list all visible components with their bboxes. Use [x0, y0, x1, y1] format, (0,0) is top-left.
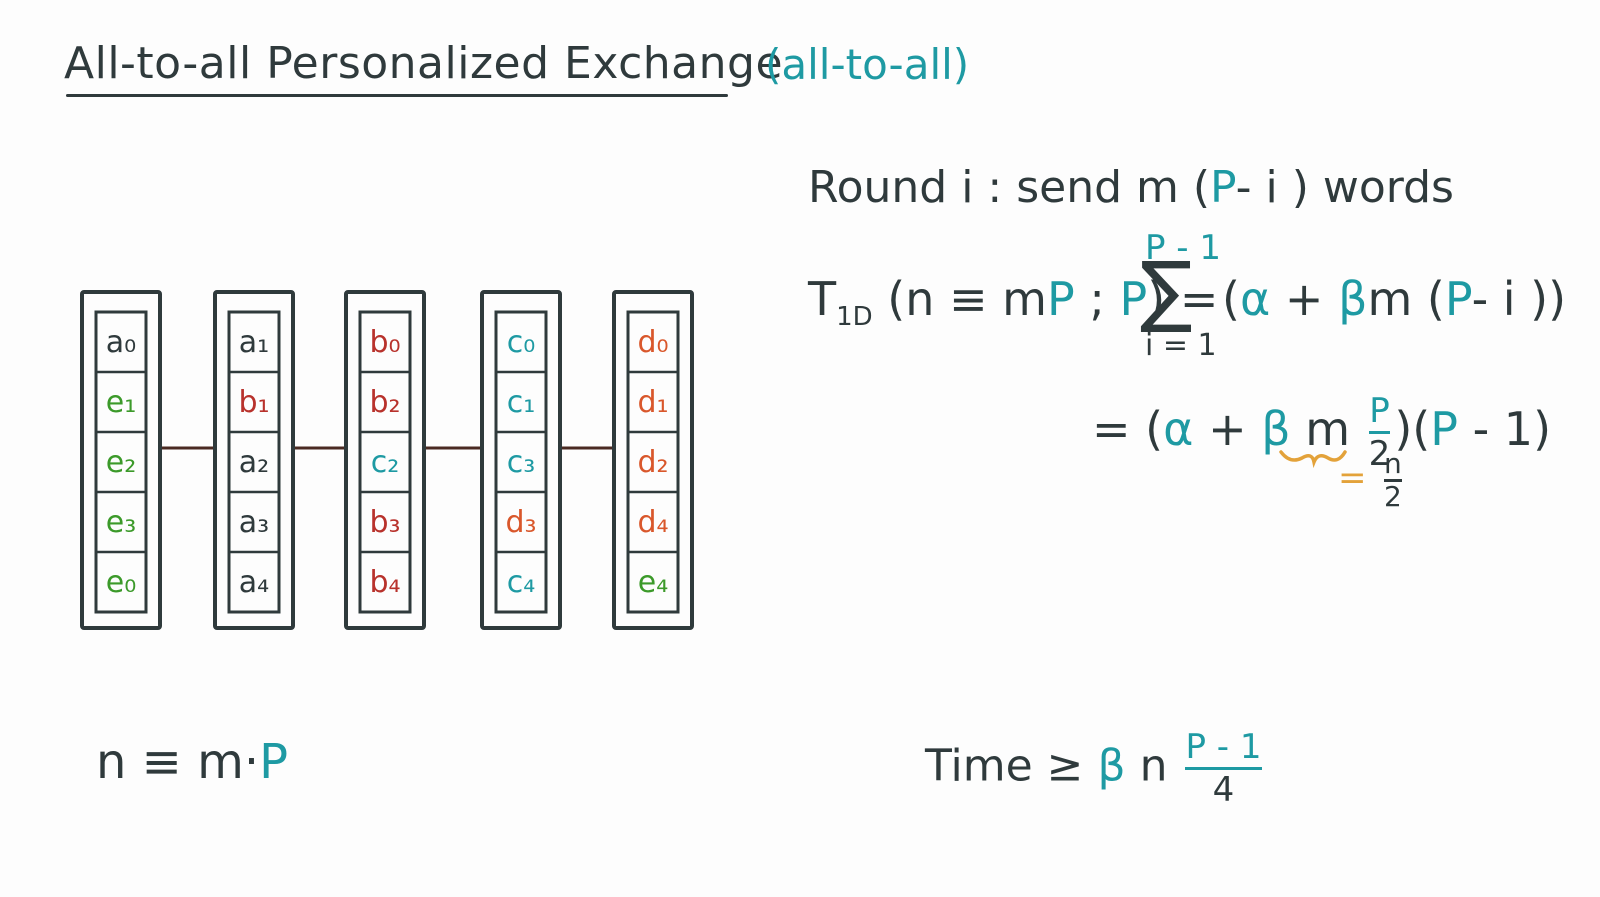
time-fraction: P - 1 4	[1185, 727, 1262, 810]
message-block-label: c₄	[507, 565, 536, 600]
t1d-close: ) =	[1147, 272, 1219, 326]
fraction-bar	[1368, 431, 1391, 434]
t1d-open: (n ≡ m	[887, 272, 1047, 326]
eq2-plus: +	[1193, 402, 1262, 456]
n-definition: n ≡ m·P	[96, 734, 288, 790]
n-def-p: P	[259, 734, 289, 790]
eq2-beta: β	[1261, 402, 1291, 456]
processor-node	[80, 290, 162, 630]
round-suffix: - i ) words	[1235, 162, 1454, 213]
message-block-label: e₂	[106, 445, 136, 480]
rhs-alpha: α	[1239, 272, 1271, 326]
processor-buffer	[358, 310, 412, 614]
processor-node	[612, 290, 694, 630]
message-block-label: d₁	[637, 385, 668, 420]
time-n: n	[1125, 740, 1182, 792]
sum-upper-limit: P - 1	[1145, 228, 1222, 268]
eq2-alpha: α	[1163, 402, 1194, 456]
t1d-subscript: 1D	[836, 302, 873, 333]
rhs-plus: +	[1270, 272, 1339, 326]
rhs-close: - i ))	[1471, 272, 1567, 326]
message-block-label: c₂	[371, 445, 400, 480]
message-block-label: a₁	[239, 325, 269, 360]
eq2-m: m	[1290, 402, 1351, 456]
message-block-label: c₃	[507, 445, 536, 480]
t1d-p1: P	[1047, 272, 1075, 326]
annotation-numerator: n	[1384, 447, 1402, 480]
t1d-rhs: (α + βm (P- i ))	[1222, 272, 1566, 326]
fraction-denominator: 2	[1368, 434, 1391, 474]
fraction-numerator: P	[1369, 391, 1390, 431]
processor-buffer	[227, 310, 281, 614]
time-fraction-bar	[1185, 767, 1262, 770]
t1d-p2: P	[1119, 272, 1148, 326]
message-block-label: d₂	[637, 445, 668, 480]
rhs-open: (	[1222, 272, 1240, 326]
message-block-label: b₄	[369, 565, 400, 600]
message-block-label: e₀	[106, 565, 136, 600]
message-block-label: d₃	[505, 505, 536, 540]
n-def-left: n ≡ m·	[96, 734, 260, 790]
rhs-p: P	[1444, 272, 1472, 326]
annotation-denominator: 2	[1384, 480, 1402, 513]
round-prefix: Round i : send m (	[808, 162, 1211, 213]
t1d-t: T	[808, 272, 837, 326]
processor-buffer	[94, 310, 148, 614]
p-over-2-fraction: P 2	[1368, 391, 1391, 474]
message-block-label: e₁	[106, 385, 136, 420]
message-block-label: b₁	[238, 385, 269, 420]
processor-buffer	[626, 310, 680, 614]
message-block-label: a₂	[239, 445, 269, 480]
node-ring-diagram: a₀ e₁ e₂ e₃ e₀ a₁ b₁ a₂ a₃ a₄ b₀ b₂ c₂ b₃ b₄ c₀ c₁ c₃ d₃ c₄…	[80, 290, 694, 630]
eq2-open: = (	[1092, 402, 1164, 456]
message-block-label: c₁	[507, 385, 536, 420]
message-block-label: e₄	[638, 565, 668, 600]
processor-buffer	[494, 310, 548, 614]
title-underline	[66, 94, 728, 97]
slide-title: All-to-all Personalized Exchange	[64, 38, 784, 89]
message-block-label: d₄	[637, 505, 668, 540]
message-block-label: b₃	[369, 505, 400, 540]
message-block-label: a₃	[239, 505, 269, 540]
message-block-label: e₃	[106, 505, 136, 540]
time-label: Time ≥	[925, 740, 1098, 792]
eq2-p: P	[1430, 402, 1458, 456]
processor-node	[480, 290, 562, 630]
annotation-fraction-bar	[1384, 479, 1402, 482]
rhs-beta: β	[1338, 272, 1368, 326]
message-block-label: b₀	[369, 325, 400, 360]
slide-subtitle: (all-to-all)	[765, 40, 970, 89]
message-block-label: d₀	[637, 325, 668, 360]
t1d-lhs: T1D (n ≡ mP ; P) =	[808, 272, 1218, 332]
processor-node	[213, 290, 295, 630]
sum-lower-limit: i = 1	[1145, 328, 1217, 363]
underbrace-annotation	[1279, 450, 1347, 468]
time-bound: Time ≥ β n P - 1 4	[925, 728, 1266, 809]
time-beta: β	[1097, 740, 1126, 792]
message-block-label: a₀	[106, 325, 136, 360]
message-block-label: a₄	[239, 565, 269, 600]
processor-node	[344, 290, 426, 630]
eq2-close: )(	[1394, 402, 1431, 456]
round-p: P	[1210, 162, 1236, 213]
time-numerator: P - 1	[1185, 727, 1262, 767]
message-block-label: c₀	[507, 325, 536, 360]
message-block-label: b₂	[369, 385, 400, 420]
time-denominator: 4	[1212, 770, 1235, 810]
n-over-2-fraction: n 2	[1384, 450, 1402, 511]
t1d-semicolon: ;	[1074, 272, 1120, 326]
round-statement: Round i : send m (P- i ) words	[808, 162, 1454, 213]
equation-line-2: = (α + β m P 2 )(P - 1)	[1092, 392, 1551, 473]
annotation-equals: =	[1338, 458, 1367, 498]
eq2-tail: - 1)	[1457, 402, 1552, 456]
rhs-m: m (	[1367, 272, 1445, 326]
sigma-symbol: ∑	[1140, 246, 1193, 336]
